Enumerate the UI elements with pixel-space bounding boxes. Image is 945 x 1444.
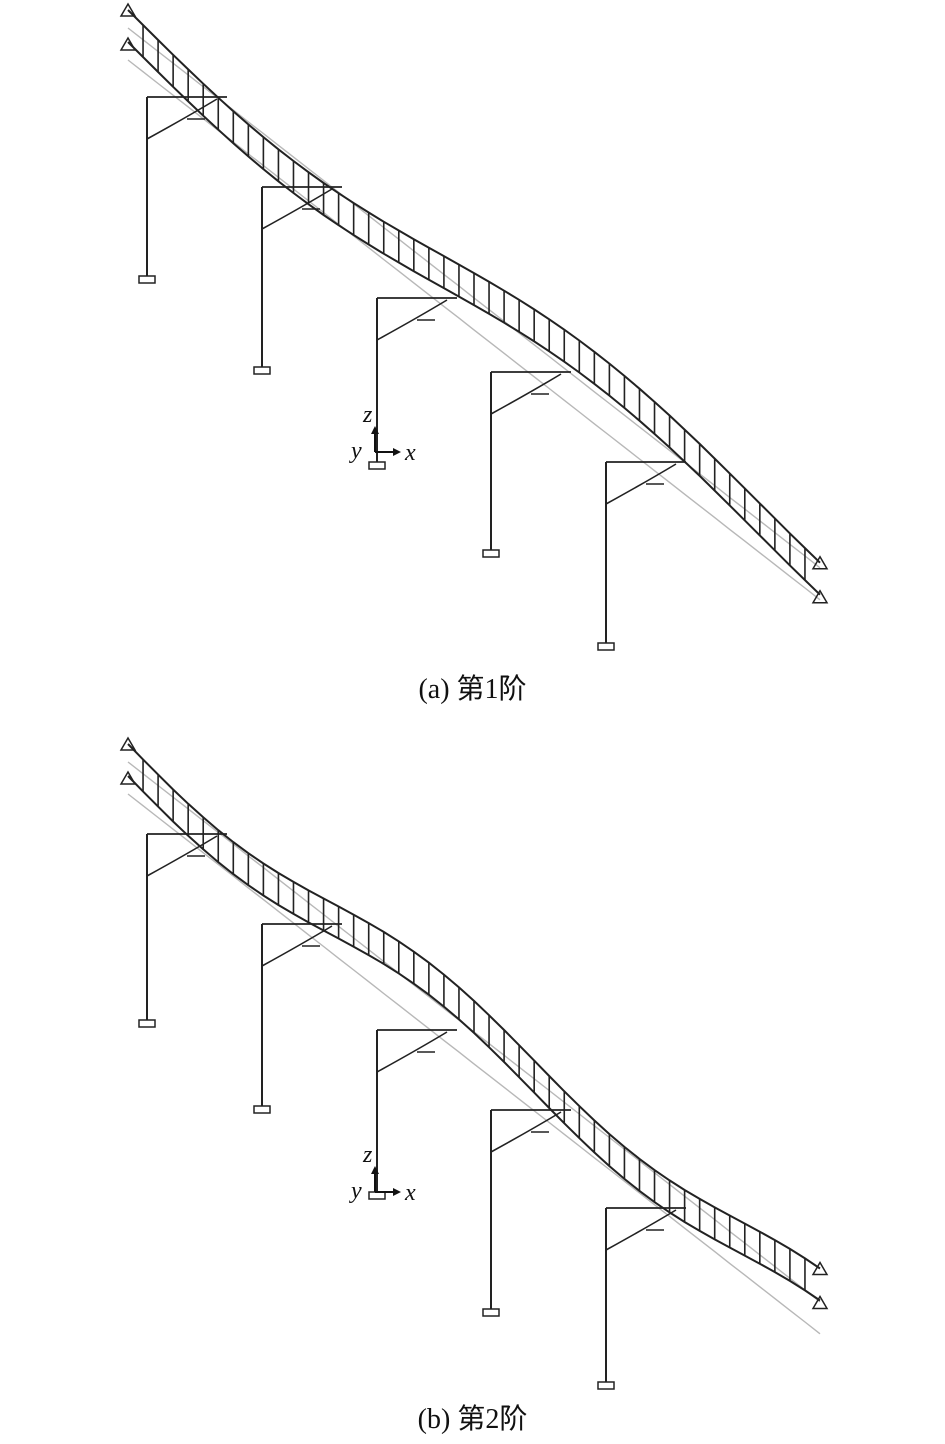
z-arrow-head [371, 426, 379, 434]
deformed-truss-girder [119, 2, 829, 604]
pier-foundation [597, 642, 615, 651]
x-axis-label: x [404, 1180, 416, 1206]
axis-indicator: z y x [349, 1142, 416, 1206]
pier-brace [490, 373, 562, 415]
pier-foundation [368, 1191, 386, 1200]
bottom-chord [127, 775, 821, 1302]
figure-panel-a: z y x (a) 第1阶 [0, 0, 945, 720]
pier-brace [261, 925, 333, 967]
figure-caption-b: (b) 第2阶 [417, 1404, 528, 1435]
pier-brace [376, 299, 448, 341]
undeformed-structure [127, 761, 821, 1335]
axis-indicator: z y x [349, 402, 416, 466]
x-axis-label: x [404, 440, 416, 466]
bottom-chord [127, 41, 821, 596]
undeformed-bottom-chord [127, 59, 821, 601]
piers-group [138, 833, 686, 1390]
pier-brace [146, 98, 218, 140]
end-support-bottom [811, 589, 829, 604]
end-support-bottom [119, 36, 137, 51]
end-support-bottom [119, 770, 137, 785]
top-chord [127, 9, 821, 564]
y-axis-label: y [349, 1178, 362, 1204]
end-support-top [811, 1261, 829, 1276]
x-arrow-head [393, 448, 401, 456]
z-axis-label: z [362, 1142, 373, 1168]
z-arrow-head [371, 1166, 379, 1174]
pier-brace [490, 1111, 562, 1153]
undeformed-bottom-chord [127, 793, 821, 1335]
pier-brace [605, 463, 677, 505]
pier-foundation [597, 1381, 615, 1390]
pier-foundation [253, 1105, 271, 1114]
pier-foundation [138, 1019, 156, 1028]
x-arrow-head [393, 1188, 401, 1196]
pier-foundation [482, 1308, 500, 1317]
end-support-bottom [811, 1295, 829, 1310]
top-chord [127, 743, 821, 1270]
end-support-top [811, 555, 829, 570]
mode-shape-diagram-b: z y x [119, 736, 829, 1390]
pier-brace [261, 188, 333, 230]
mode-shape-diagram-a: z y x [119, 2, 829, 651]
pier-foundation [138, 275, 156, 284]
pier-foundation [368, 461, 386, 470]
deformed-truss-girder [119, 736, 829, 1310]
pier-brace [376, 1031, 448, 1073]
pier-brace [146, 835, 218, 877]
end-support-top [119, 2, 137, 17]
pier-foundation [253, 366, 271, 375]
z-axis-label: z [362, 402, 373, 428]
end-support-top [119, 736, 137, 751]
pier-foundation [482, 549, 500, 558]
pier-brace [605, 1209, 677, 1251]
undeformed-structure [127, 27, 821, 601]
piers-group [138, 96, 686, 651]
y-axis-label: y [349, 438, 362, 464]
figure-panel-b: z y x (b) 第2阶 [0, 722, 945, 1444]
figure-caption-a: (a) 第1阶 [418, 674, 527, 705]
